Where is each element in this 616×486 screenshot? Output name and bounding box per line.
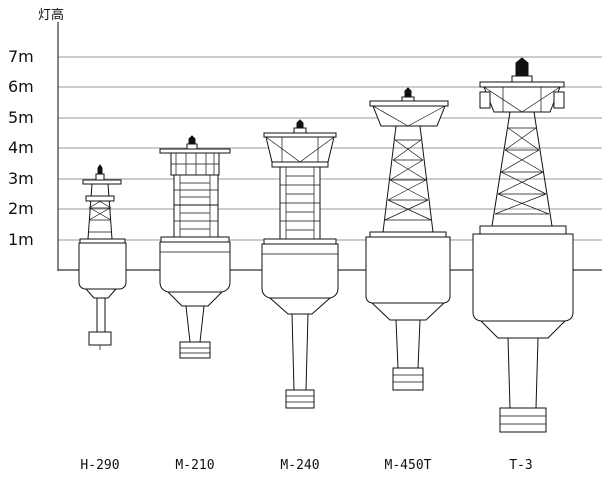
y-tick-1m: 1m	[8, 230, 34, 249]
buoy-h-290	[78, 164, 127, 350]
buoy-m-210	[159, 135, 231, 359]
model-label-m-240: M-240	[280, 458, 319, 473]
y-tick-5m: 5m	[8, 108, 34, 127]
lantern-icon	[188, 135, 196, 145]
y-tick-4m: 4m	[8, 138, 34, 157]
lantern-icon	[515, 57, 529, 77]
model-label-h-290: H-290	[80, 458, 119, 473]
lantern-icon	[404, 87, 412, 98]
y-tick-2m: 2m	[8, 199, 34, 218]
buoy-m-450t	[365, 87, 451, 391]
y-tick-3m: 3m	[8, 169, 34, 188]
buoy-t-3	[472, 57, 574, 433]
axis-title: 灯高	[38, 7, 64, 23]
lantern-icon	[296, 119, 304, 129]
y-tick-7m: 7m	[8, 47, 34, 66]
y-tick-6m: 6m	[8, 77, 34, 96]
lantern-icon	[97, 164, 103, 175]
model-label-t-3: T-3	[509, 458, 532, 473]
model-label-m-210: M-210	[175, 458, 214, 473]
model-label-m-450t: M-450T	[385, 458, 432, 473]
buoy-m-240	[261, 119, 339, 409]
height-gridlines	[58, 56, 602, 241]
